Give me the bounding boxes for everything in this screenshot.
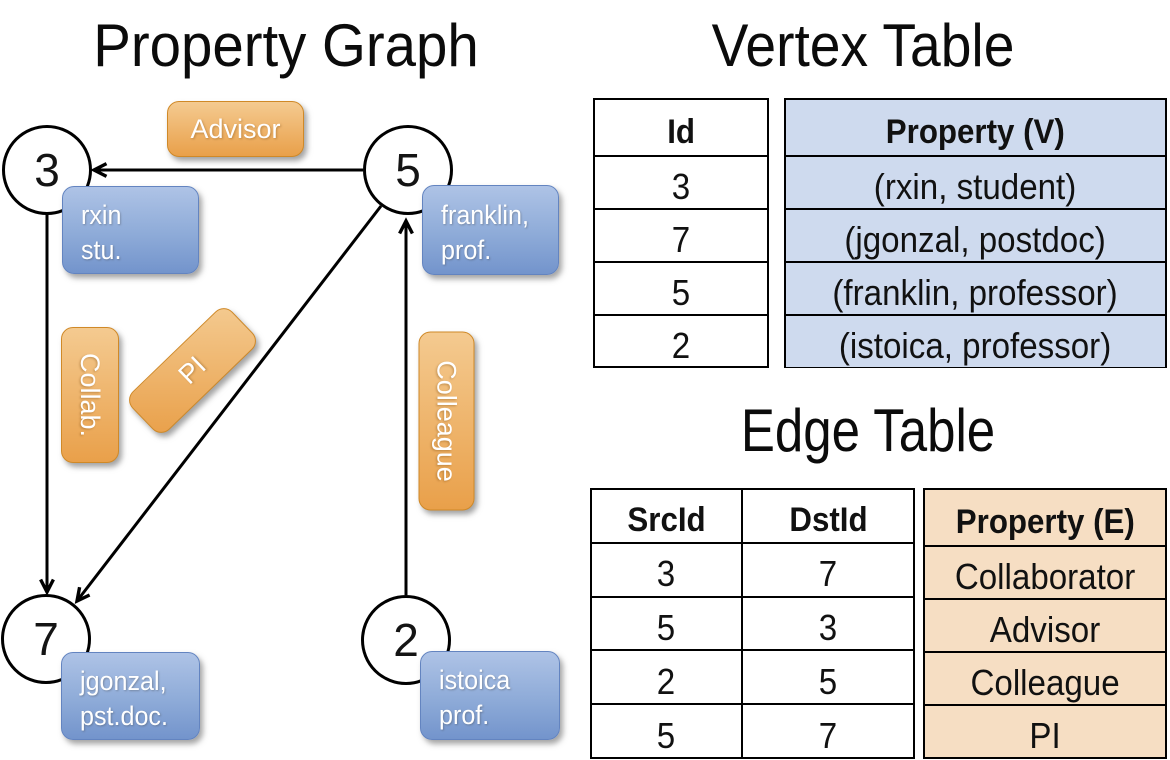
edge-table-property-cell-text: PI: [1029, 715, 1061, 756]
vertex-property-box-rxin: rxin stu.: [62, 186, 199, 274]
node-id: 5: [395, 144, 421, 196]
edge-label-collab: Collab.: [61, 327, 119, 463]
edge-table-src-cell: 2: [592, 651, 741, 703]
edge-label-advisor-wrap: Advisor: [167, 101, 304, 157]
arrowhead-collab: [39, 578, 55, 596]
vertex-table-id-cell-text: 5: [671, 272, 691, 313]
edge-table-src-cell: 3: [592, 544, 741, 596]
edge-label-advisor: Advisor: [167, 101, 304, 157]
vertex-table-property-cell-text: (franklin, professor): [832, 272, 1119, 313]
edge-table-dst-cell: 7: [741, 705, 913, 757]
node-id: 3: [34, 144, 60, 196]
vertex-table-property-cell: (rxin, student): [786, 157, 1165, 208]
vertex-table-id-cell: 5: [595, 263, 767, 314]
vertex-table-property-column: Property (V) (rxin, student) (jgonzal, p…: [784, 98, 1167, 368]
vertex-property-line1: jgonzal,: [80, 665, 167, 696]
vertex-table-id-cell-text: 2: [671, 325, 691, 366]
vertex-property-line2: prof.: [439, 700, 490, 730]
vertex-table-property-cell-text: (jgonzal, postdoc): [844, 219, 1107, 260]
edge-table-title: Edge Table: [740, 397, 996, 464]
edge-table-dst-header: DstId: [741, 490, 913, 542]
edge-label-colleague-wrap: Colleague: [357, 331, 536, 511]
graph-node-7: 7: [1, 594, 91, 684]
vertex-table-property-cell-text: (istoica, professor): [839, 325, 1112, 366]
node-id: 2: [393, 614, 419, 666]
vertex-table-id-cell-text: 3: [671, 166, 691, 207]
edge-table-property-cell: PI: [925, 706, 1165, 757]
vertex-table-id-cell-text: 7: [671, 219, 691, 260]
edge-pi-5-to-7: [75, 205, 383, 602]
vertex-table-id-header-text: Id: [667, 112, 695, 151]
edge-table-dst-header-text: DstId: [788, 500, 868, 539]
edge-table-src-header-text: SrcId: [627, 500, 706, 539]
edge-table-property-cell: Advisor: [925, 600, 1165, 651]
edge-table-property-cell: Collaborator: [925, 547, 1165, 598]
edge-table-src-cell: 5: [592, 598, 741, 650]
vertex-table-id-header: Id: [595, 100, 767, 155]
vertex-table-property-cell: (istoica, professor): [786, 316, 1165, 367]
edge-table-src-cell: 5: [592, 705, 741, 757]
graph-title: Property Graph: [93, 12, 479, 79]
edge-table-dst-cell: 7: [741, 543, 913, 596]
vertex-property-line2: stu.: [81, 234, 122, 265]
edge-table-property-header-text: Property (E): [955, 502, 1135, 541]
vertex-table-property-cell: (franklin, professor): [786, 263, 1165, 314]
edge-table-property-header: Property (E): [925, 490, 1165, 545]
vertex-table-property-header: Property (V): [786, 100, 1165, 155]
edge-table-property-column: Property (E) Collaborator Advisor Collea…: [923, 488, 1167, 759]
vertex-property-line2: pst.doc.: [80, 700, 168, 731]
vertex-property-line1: franklin,: [441, 199, 529, 230]
edge-table-src-header: SrcId: [592, 490, 741, 542]
edge-table-property-cell-text: Colleague: [970, 662, 1120, 703]
edge-table-dst-cell: 3: [741, 597, 913, 650]
edge-table-dst-cell-text: 7: [818, 553, 838, 595]
arrowhead-advisor: [90, 162, 108, 178]
arrowhead-pi: [74, 586, 91, 604]
edge-table-src-cell-text: 2: [657, 660, 676, 702]
edge-table-property-cell-text: Collaborator: [954, 556, 1136, 597]
vertex-property-box-jgonzal: jgonzal, pst.doc.: [61, 652, 200, 740]
vertex-property-line1: istoica: [439, 665, 511, 695]
edge-table-src-cell-text: 5: [657, 714, 676, 756]
edge-table-src-dst-columns: SrcId DstId 3 7 5 3 2 5 5 7: [590, 488, 915, 759]
vertex-property-box-istoica: istoica prof.: [420, 651, 560, 740]
vertex-table-id-cell: 2: [595, 316, 767, 367]
edge-label-pi-wrap: PI: [123, 303, 262, 438]
vertex-table-id-column: Id 3 7 5 2: [593, 98, 769, 368]
vertex-table-id-cell: 7: [595, 210, 767, 261]
vertex-table-property-cell-text: (rxin, student): [874, 166, 1077, 207]
vertex-table-title: Vertex Table: [711, 12, 1015, 79]
edge-table-property-cell: Colleague: [925, 653, 1165, 704]
edge-table-dst-cell: 5: [741, 651, 913, 704]
edge-table-property-cell-text: Advisor: [989, 609, 1101, 650]
graph-node-3: 3: [2, 125, 92, 215]
vertex-table-property-cell: (jgonzal, postdoc): [786, 210, 1165, 261]
vertex-table-property-header-text: Property (V): [885, 112, 1066, 151]
edge-label-colleague: Colleague: [418, 331, 475, 511]
vertex-table-id-cell: 3: [595, 157, 767, 208]
vertex-property-line1: rxin: [81, 199, 122, 230]
vertex-property-box-franklin: franklin, prof.: [422, 185, 559, 275]
edge-table-dst-cell-text: 5: [818, 660, 838, 702]
vertex-property-line2: prof.: [441, 234, 492, 265]
edge-table-src-cell-text: 5: [657, 606, 676, 648]
arrowhead-colleague: [398, 217, 414, 235]
edge-table-dst-cell-text: 3: [818, 606, 838, 648]
edge-table-dst-cell-text: 7: [818, 714, 838, 756]
node-id: 7: [33, 613, 59, 665]
graph-edges: [39, 162, 414, 604]
edge-table-src-cell-text: 3: [657, 553, 676, 595]
